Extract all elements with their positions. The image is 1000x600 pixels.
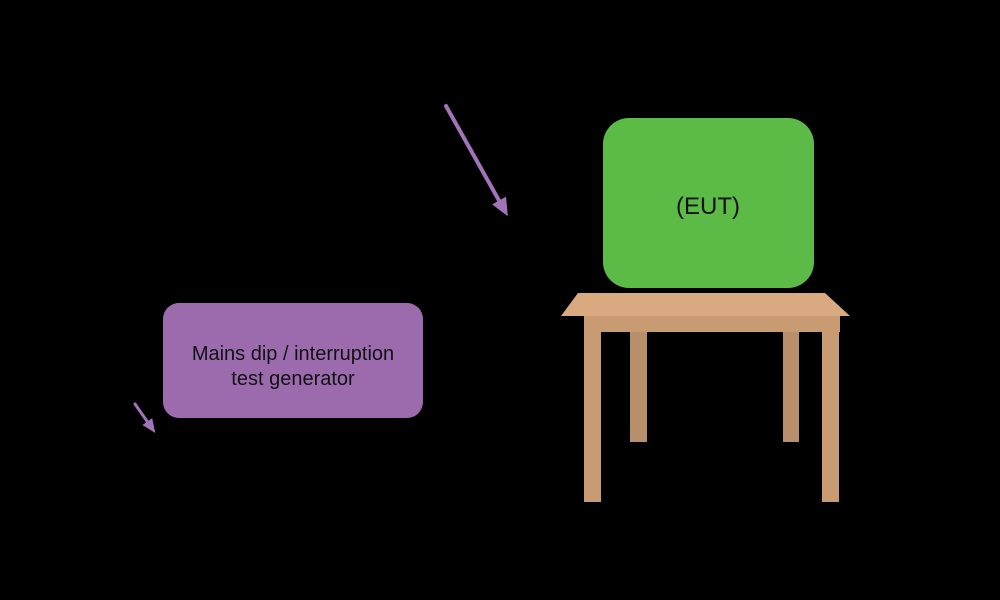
table [561, 293, 850, 502]
generator-box-shape [163, 303, 423, 418]
generator-label-line1: Mains dip / interruption [192, 343, 394, 365]
eut-label: (EUT) [676, 193, 740, 220]
table-apron [584, 316, 840, 332]
table-back-right-leg [783, 332, 799, 442]
generator-label-line2: test generator [231, 368, 355, 390]
eut-box: (EUT) [603, 118, 814, 288]
table-front-left-leg [584, 316, 601, 502]
eut-box-shape [603, 118, 814, 288]
table-front-right-leg [822, 316, 839, 502]
arrow-from-generator [133, 402, 156, 434]
arrow-to-eut [444, 104, 508, 217]
table-top [561, 293, 850, 316]
table-back-left-leg [630, 332, 647, 442]
generator-box: Mains dip / interruption test generator [163, 303, 423, 418]
